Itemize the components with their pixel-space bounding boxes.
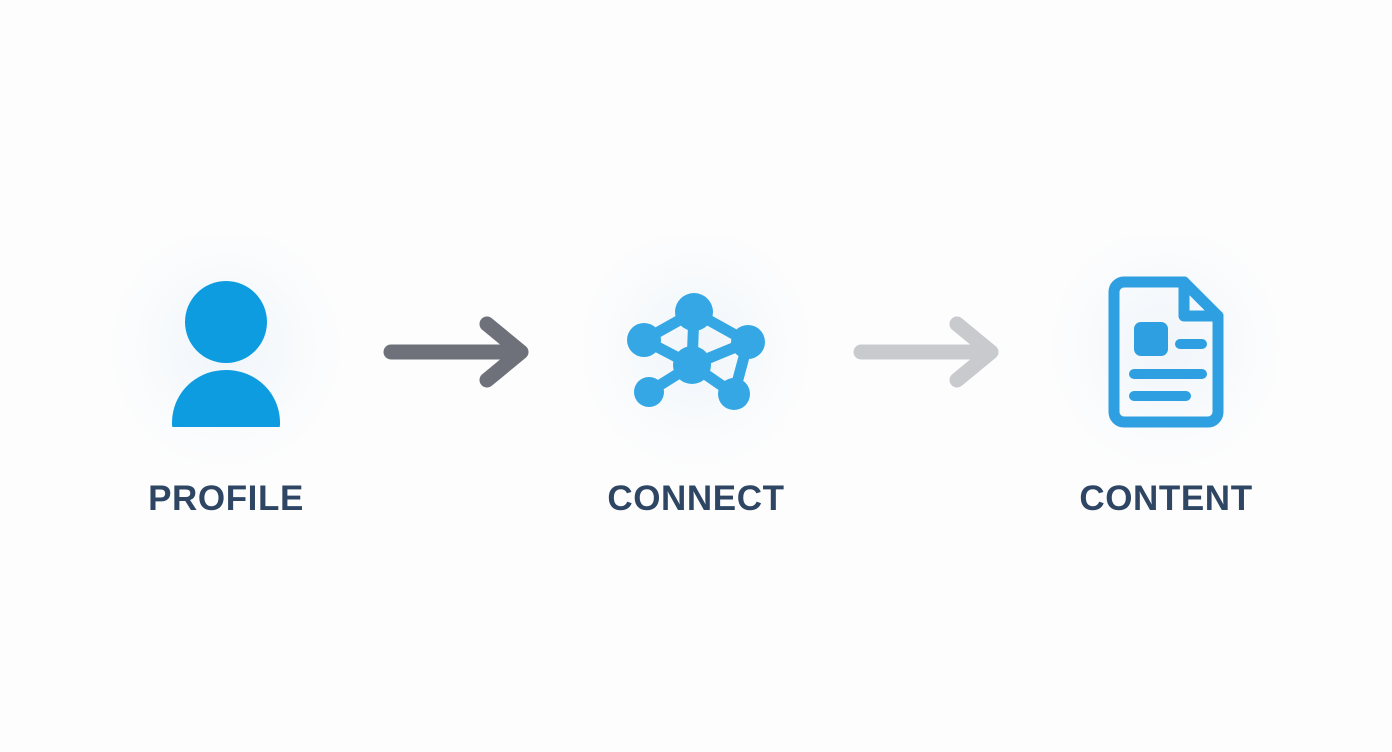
- document-icon-container: [1051, 236, 1281, 467]
- step-content[interactable]: CONTENT: [1031, 236, 1301, 518]
- network-icon-container: [581, 236, 811, 467]
- document-icon: [1108, 276, 1224, 427]
- step-connect[interactable]: CONNECT: [561, 236, 831, 518]
- arrow-profile-to-connect-container: [361, 237, 561, 467]
- step-label-content: CONTENT: [1079, 478, 1253, 518]
- network-nodes-icon: [627, 292, 765, 410]
- arrow-right-icon: [853, 316, 999, 387]
- step-profile[interactable]: PROFILE: [91, 236, 361, 518]
- person-icon: [172, 280, 280, 427]
- arrow-right-icon: [383, 316, 529, 387]
- step-label-profile: PROFILE: [148, 478, 304, 518]
- step-label-connect: CONNECT: [607, 478, 785, 518]
- arrow-connect-to-content-container: [831, 237, 1031, 467]
- person-icon-container: [111, 236, 341, 467]
